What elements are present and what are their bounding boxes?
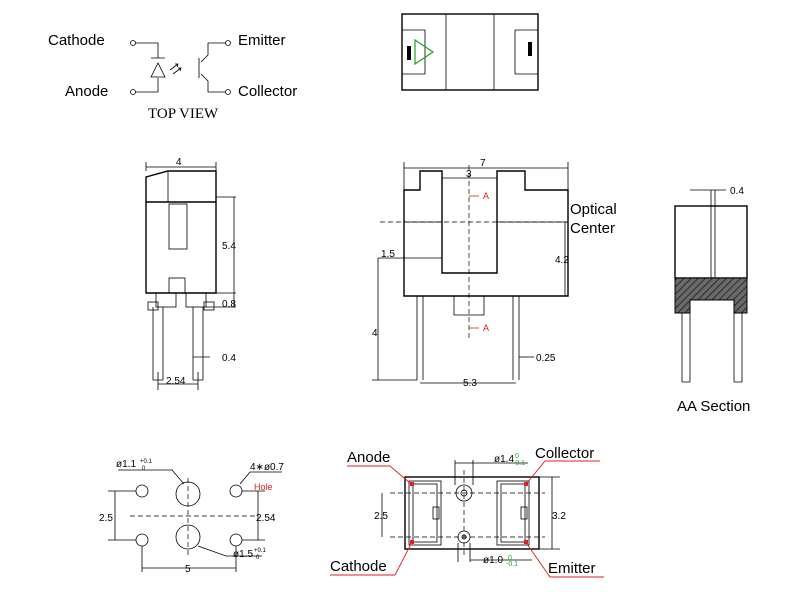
front-lead-width-dim: 0.25 [536, 353, 556, 364]
large-hole-label: ø1.5 [233, 549, 253, 560]
upper-pin-tol-lower: -0.1 [513, 460, 525, 467]
emitter-terminal-icon [225, 40, 231, 46]
pin-hole-icon [229, 484, 243, 498]
led-wires [136, 42, 159, 93]
front-slot-dim: 3 [466, 169, 472, 180]
front-width-dim: 7 [480, 158, 486, 169]
bottom-cathode-label: Cathode [330, 558, 387, 575]
bottom-height-dim: 2.5 [374, 511, 388, 522]
package-top-view [401, 13, 539, 91]
anode-terminal-icon [130, 89, 136, 95]
schematic-anode-label: Anode [65, 83, 108, 100]
optical-center-label-line1: Optical [570, 201, 617, 218]
section-gap-dim: 0.4 [730, 186, 744, 197]
small-hole-tol-lower: 0 [142, 466, 146, 472]
schematic-symbol: Cathode Anode Emitter Collector TOP VIEW [48, 32, 297, 122]
front-lead-length-dim: 4 [372, 328, 378, 339]
side-height-dim: 5.4 [222, 241, 236, 252]
section-view: 0.4 AA Section [674, 186, 750, 415]
bottom-anode-label: Anode [347, 449, 390, 466]
section-hatch [674, 277, 748, 314]
phototransistor-icon [198, 42, 225, 93]
optical-direction-arrow-icon [414, 38, 435, 66]
optical-center-label-line2: Center [570, 220, 615, 237]
hole-layout: ø1.1 +0.1 0 4∗ø0.7 Hole 2.5 2.54 ø1.5 +0… [99, 459, 284, 575]
front-center-height-dim: 4.2 [555, 255, 569, 266]
bottom-width-dim: 3.2 [552, 511, 566, 522]
schematic-emitter-label: Emitter [238, 32, 286, 49]
schematic-cathode-label: Cathode [48, 32, 105, 49]
small-hole-label: ø1.1 [116, 459, 136, 470]
schematic-caption: TOP VIEW [148, 106, 219, 122]
side-view: 4 5.4 0.8 0.4 2.54 [145, 157, 236, 390]
section-mark-top: A [483, 191, 489, 201]
front-view: A A 7 3 Optical Center 4.2 1.5 4 0.25 5.… [372, 158, 617, 389]
pin-holes-label: 4∗ø0.7 [250, 462, 284, 473]
schematic-collector-label: Collector [238, 83, 297, 100]
lower-pin-tol-upper: 0 [508, 555, 512, 562]
pin-hole-icon [135, 533, 149, 547]
section-caption: AA Section [677, 398, 750, 415]
side-lead-step-dim: 0.8 [222, 299, 236, 310]
light-emission-icon [169, 63, 182, 75]
section-mark-bottom: A [483, 323, 489, 333]
side-width-dim: 4 [176, 157, 182, 168]
locating-hole-icon [175, 524, 201, 550]
hole-vertical-dim: 2.5 [99, 513, 113, 524]
bottom-view: Anode Collector Cathode Emitter ø1.4 0 -… [330, 445, 604, 578]
upper-pin-tol-upper: 0 [515, 453, 519, 460]
lower-pin-tol-lower: -0.1 [506, 561, 518, 568]
hole-pitch-x-dim: 5 [185, 564, 191, 575]
collector-terminal-icon [225, 89, 231, 95]
large-hole-tol-lower: 0 [256, 555, 260, 561]
pin-hole-icon [135, 484, 149, 498]
side-pitch-dim: 2.54 [166, 376, 186, 387]
cathode-terminal-icon [130, 40, 136, 46]
hole-pitch-y-dim: 2.54 [256, 513, 276, 524]
bottom-emitter-label: Emitter [548, 560, 596, 577]
hole-note: Hole [254, 482, 273, 492]
bottom-collector-label: Collector [535, 445, 594, 462]
lower-pin-dim: ø1.0 [483, 555, 503, 566]
small-hole-tol-upper: +0.1 [140, 459, 153, 465]
large-hole-tol-upper: +0.1 [254, 548, 267, 554]
led-diode-icon [150, 57, 166, 78]
upper-pin-dim: ø1.4 [494, 454, 514, 465]
pin-hole-icon [229, 533, 243, 547]
front-slot-depth-dim: 1.5 [381, 249, 395, 260]
front-pitch-dim: 5.3 [463, 378, 477, 389]
side-lead-width-dim: 0.4 [222, 353, 236, 364]
